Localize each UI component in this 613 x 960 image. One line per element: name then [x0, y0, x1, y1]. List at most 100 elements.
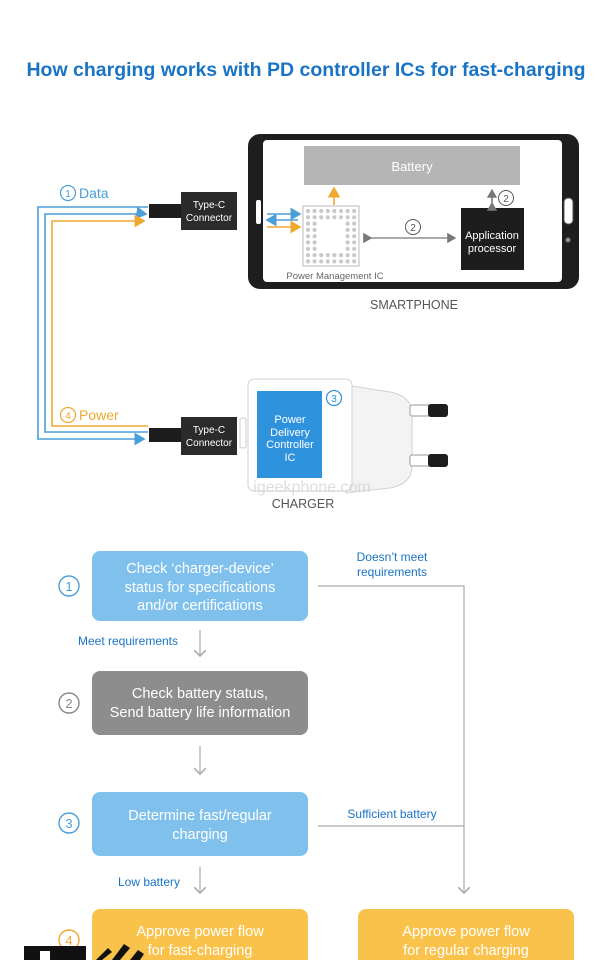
step4b-text-line1: Approve power flow — [402, 924, 530, 940]
pmic-pin — [345, 227, 350, 232]
pmic-pin — [305, 227, 311, 232]
pmic-pin — [305, 246, 311, 251]
svg-text:1: 1 — [65, 579, 72, 594]
doesnt-meet-line2: requirements — [357, 565, 427, 579]
pmic-pin — [305, 221, 311, 226]
pmic-pin — [345, 240, 350, 245]
pmic-pin — [305, 259, 311, 264]
smartphone-label: SMARTPHONE — [370, 298, 458, 312]
pmic-pin — [352, 221, 357, 226]
svg-text:Type-C: Type-C — [193, 200, 225, 211]
pmic-pin — [345, 215, 350, 220]
corner-logo — [24, 944, 144, 960]
step1-num-badge: 1 — [58, 575, 80, 597]
pmic-pin — [345, 259, 350, 264]
data-label: Data — [79, 185, 109, 201]
pmic-pin — [305, 208, 311, 214]
pmic-pin — [345, 246, 350, 251]
num-badge-pmic-ap: 2 — [405, 219, 421, 235]
phone-type-c-connector: Type-C Connector — [149, 192, 237, 230]
pmic-pin — [325, 259, 330, 264]
pmic-pin — [312, 240, 317, 245]
svg-text:1: 1 — [65, 189, 71, 200]
pmic-pin — [312, 234, 317, 239]
pmic-pin — [312, 259, 317, 264]
pmic-pin — [345, 221, 350, 226]
battery-block — [304, 146, 520, 185]
pmic-pin — [352, 215, 357, 220]
doesnt-meet-line1: Doesn’t meet — [357, 550, 428, 564]
pmic-pin — [305, 240, 311, 245]
pmic-pin — [338, 259, 344, 264]
step1-text-line2: status for specifications — [125, 580, 276, 596]
svg-text:4: 4 — [65, 933, 72, 948]
pmic-pin — [352, 253, 357, 258]
step2-num-badge: 2 — [58, 692, 80, 714]
pmic-pin — [305, 234, 311, 239]
pmic-pin — [332, 208, 337, 214]
sufficient-battery-label: Sufficient battery — [347, 807, 436, 821]
step4a-box — [92, 909, 308, 960]
pmic-pin — [325, 253, 330, 258]
svg-text:Type-C: Type-C — [193, 425, 225, 436]
ap-label-line1: Application — [465, 230, 519, 242]
pmic-label: Power Management IC — [286, 271, 383, 282]
pmic-pin — [352, 227, 357, 232]
pmic-pin — [332, 215, 337, 220]
pmic-pin — [312, 208, 317, 214]
pmic-pin — [332, 253, 337, 258]
step1-text-line3: and/or certifications — [137, 598, 263, 614]
pmic-pin — [312, 221, 317, 226]
pdc-num-badge: 3 — [325, 389, 343, 407]
pdc-label-line3: Controller — [266, 439, 314, 451]
svg-text:Connector: Connector — [186, 213, 233, 224]
pmic-pin — [319, 215, 324, 220]
pmic-pin — [338, 208, 344, 214]
pmic-pin — [312, 246, 317, 251]
svg-text:2: 2 — [65, 696, 72, 711]
pdc-label-line1: Power — [274, 414, 306, 426]
watermark: igeekphone.com — [253, 479, 370, 496]
ap-label-line2: processor — [468, 243, 517, 255]
pmic-pin — [338, 253, 344, 258]
svg-text:Connector: Connector — [186, 438, 233, 449]
svg-text:3: 3 — [331, 394, 337, 405]
pmic-pin — [332, 259, 337, 264]
pmic-chip — [302, 205, 360, 267]
step4a-text-line1: Approve power flow — [136, 924, 264, 940]
pmic-pin — [352, 246, 357, 251]
meet-requirements-label: Meet requirements — [78, 634, 178, 648]
application-processor-block — [461, 208, 524, 270]
step3-box — [92, 792, 308, 856]
data-num-badge: 1 — [59, 184, 77, 202]
pmic-pin — [352, 240, 357, 245]
pmic-pin — [312, 215, 317, 220]
step3-num-badge: 3 — [58, 812, 80, 834]
low-battery-label: Low battery — [118, 875, 180, 889]
pmic-pin — [338, 215, 344, 220]
pmic-pin — [319, 259, 324, 264]
pmic-pin — [325, 208, 330, 214]
svg-text:2: 2 — [410, 223, 416, 234]
pmic-pin — [319, 253, 324, 258]
pdc-label-line2: Delivery — [270, 427, 310, 439]
step2-box — [92, 671, 308, 735]
svg-text:4: 4 — [65, 411, 71, 422]
num-badge-battery-ap: 2 — [498, 190, 514, 206]
page-title: How charging works with PD controller IC… — [26, 59, 585, 81]
step4a-text-line2: for fast-charging — [148, 943, 253, 959]
pdc-label-line4: IC — [285, 452, 296, 464]
pmic-pin — [345, 234, 350, 239]
step3-text-line2: charging — [172, 827, 228, 843]
step2-text-line2: Send battery life information — [110, 705, 291, 721]
step4b-text-line2: for regular charging — [403, 943, 529, 959]
step4b-box — [358, 909, 574, 960]
step2-text-line1: Check battery status, — [132, 686, 268, 702]
pmic-pin — [312, 253, 317, 258]
pmic-pin — [305, 215, 311, 220]
pmic-pin — [312, 227, 317, 232]
pmic-pin — [325, 215, 330, 220]
pmic-pin — [352, 259, 357, 264]
charger-label: CHARGER — [272, 497, 335, 511]
